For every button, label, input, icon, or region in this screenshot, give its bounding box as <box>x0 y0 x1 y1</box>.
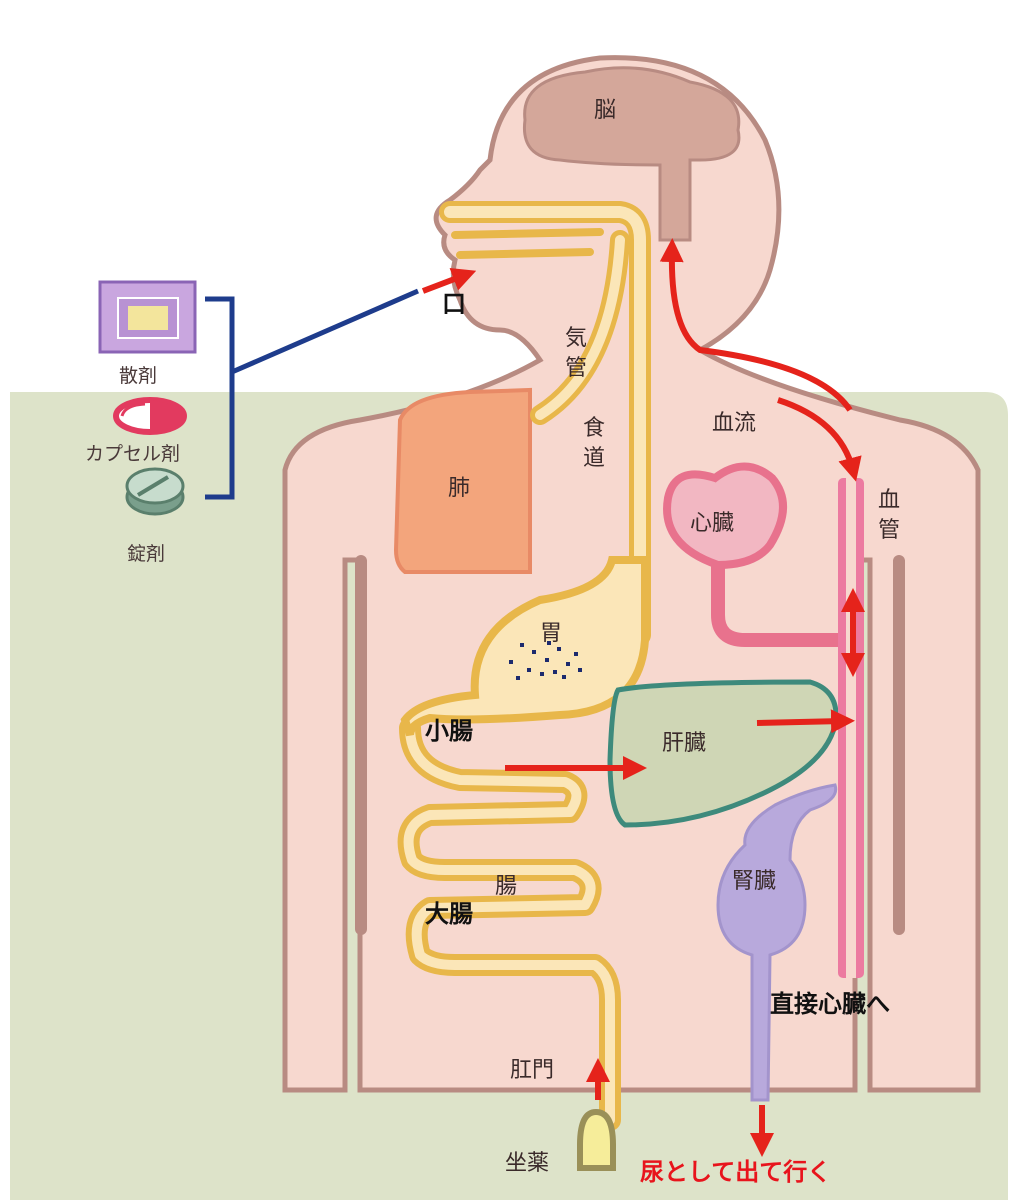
capsule-icon <box>116 400 184 432</box>
label-kidney: 腎臓 <box>732 869 776 894</box>
label-lung: 肺 <box>448 476 470 501</box>
label-stomach: 胃 <box>540 621 562 646</box>
label-heart: 心臓 <box>690 511 734 536</box>
label-tablet: 錠剤 <box>127 543 165 565</box>
label-intestine: 腸 <box>495 874 517 899</box>
powder-icon <box>100 282 195 352</box>
label-excreted-as-urine: 尿として出て行く <box>640 1158 831 1186</box>
label-to-heart-directly: 直接心臓へ <box>770 990 890 1018</box>
suppository-icon <box>580 1112 613 1168</box>
main-blood-vessel <box>838 478 864 978</box>
tablet-icon <box>127 469 183 514</box>
left-arm-line <box>355 555 367 935</box>
label-trachea-2: 管 <box>565 356 587 381</box>
label-powder: 散剤 <box>119 365 157 387</box>
label-mouth: 口 <box>442 290 466 318</box>
label-liver: 肝臓 <box>662 731 706 756</box>
right-arm-line <box>893 555 905 935</box>
label-esophagus-2: 道 <box>583 446 605 471</box>
label-large-intestine: 大腸 <box>425 900 473 928</box>
label-brain: 脳 <box>594 98 616 123</box>
label-blood-vessel-1: 血 <box>878 488 900 513</box>
label-esophagus-1: 食 <box>583 416 605 441</box>
label-suppository: 坐薬 <box>505 1151 549 1176</box>
label-blood-vessel-2: 管 <box>878 518 900 543</box>
label-anus: 肛門 <box>510 1058 554 1083</box>
label-capsule: カプセル剤 <box>85 443 180 465</box>
label-trachea-1: 気 <box>565 326 587 351</box>
label-small-intestine: 小腸 <box>425 717 473 745</box>
label-blood-flow: 血流 <box>712 411 756 436</box>
